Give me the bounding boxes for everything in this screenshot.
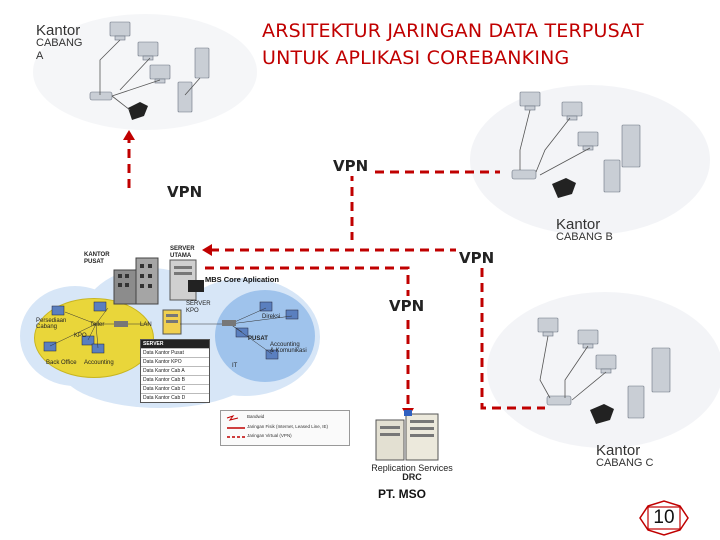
node-it: IT [232, 363, 238, 369]
branch-b-network [470, 85, 710, 235]
list-item: Data Kantor Cab B [141, 375, 209, 384]
list-item: Data Kantor Pusat [141, 348, 209, 357]
node-accounting: Accounting [84, 360, 114, 366]
legend-swatches [226, 415, 245, 438]
legend-physical: Jaringan Fisik (Internet, Leased Line, I… [247, 424, 329, 429]
arrow-to-pusat [202, 244, 212, 256]
node-teller: Teller [90, 322, 105, 328]
arrow-to-branch-a [123, 130, 135, 140]
page-number-badge: 10 [638, 500, 690, 536]
slide-title: ARSITEKTUR JARINGAN DATA TERPUSAT UNTUK … [262, 18, 702, 72]
list-item: Data Kantor KPO [141, 357, 209, 366]
list-item: Data Kantor Cab C [141, 384, 209, 393]
title-line-1: ARSITEKTUR JARINGAN DATA TERPUSAT [262, 20, 644, 42]
node-kpo: KPO [74, 333, 87, 339]
branch-a-label: Kantor CABANG A [36, 22, 83, 62]
vpn-label-a: VPN [164, 182, 206, 202]
pt-mso-label: PT. MSO [378, 487, 427, 501]
pusat-label: PUSAT [248, 336, 268, 342]
branch-c-label: Kantor CABANG C [596, 442, 654, 469]
node-direksi: Direksi [262, 314, 281, 320]
kantor-pusat-building [113, 257, 159, 305]
server-kpo-icon [162, 309, 182, 335]
octagon-frame-icon [639, 500, 689, 536]
pusat-workstations [43, 301, 299, 360]
drc-servers-icon [375, 410, 439, 461]
mbs-core-label: MBS Core Aplication [205, 275, 279, 284]
node-accounting-komunikasi: Accounting& Komunikasi [270, 342, 307, 354]
branch-c-network [487, 292, 720, 448]
page-number: 10 [653, 507, 675, 528]
legend-virtual: Jaringan Virtual (VPN) [247, 433, 292, 438]
server-data-list: SERVER Data Kantor Pusat Data Kantor KPO… [140, 339, 210, 403]
title-line-2: UNTUK APLIKASI COREBANKING [262, 47, 570, 69]
vpn-links [127, 138, 545, 410]
vpn-label-drc: VPN [386, 296, 428, 316]
lan-label: LAN [140, 322, 152, 328]
diagram-legend: Bandwid Jaringan Fisik (Internet, Leased… [220, 410, 350, 446]
server-utama-icon [169, 259, 204, 301]
branch-a-network [33, 14, 257, 130]
drc-label: Replication Services DRC [371, 463, 453, 482]
vpn-label-b: VPN [330, 156, 372, 176]
server-list-header: SERVER [141, 340, 209, 348]
list-item: Data Kantor Cab A [141, 366, 209, 375]
legend-bandwidth: Bandwid [247, 414, 265, 419]
list-item: Data Kantor Cab D [141, 393, 209, 402]
vpn-label-c: VPN [456, 248, 498, 268]
branch-b-label: Kantor CABANG B [556, 216, 613, 243]
node-back-office: Back Office [46, 360, 77, 366]
